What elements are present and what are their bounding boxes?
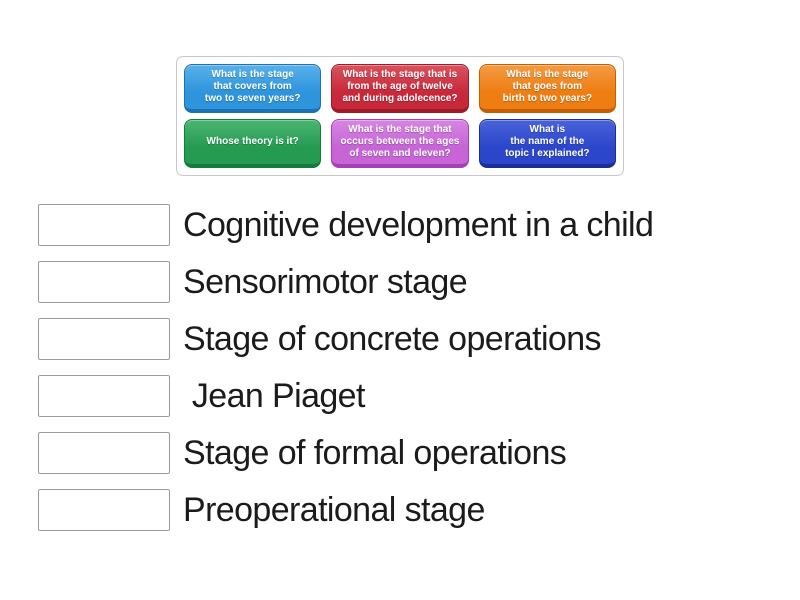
question-tile-label: What is the stage that covers from two t…	[204, 69, 301, 104]
answer-text: Preoperational stage	[183, 491, 485, 529]
drop-target[interactable]	[38, 261, 170, 303]
match-list: Cognitive development in a child Sensori…	[38, 204, 778, 546]
match-row: Preoperational stage	[38, 489, 778, 531]
drop-target[interactable]	[38, 375, 170, 417]
question-tile-label: What is the stage that occurs between th…	[340, 124, 460, 159]
answer-text: Stage of concrete operations	[183, 320, 602, 358]
match-row: Cognitive development in a child	[38, 204, 778, 246]
tile-grid: What is the stage that covers from two t…	[184, 64, 616, 168]
question-tile[interactable]: What is the stage that occurs between th…	[331, 119, 469, 168]
question-tile[interactable]: What is the stage that goes from birth t…	[478, 64, 616, 113]
drop-target[interactable]	[38, 432, 170, 474]
question-tile[interactable]: What is the stage that covers from two t…	[184, 64, 322, 113]
answer-text: Cognitive development in a child	[183, 206, 654, 244]
answer-text: Jean Piaget	[183, 377, 366, 415]
drop-target[interactable]	[38, 489, 170, 531]
drop-target[interactable]	[38, 204, 170, 246]
question-tile-label: What is the stage that is from the age o…	[342, 69, 458, 104]
question-tile[interactable]: What is the name of the topic I explaine…	[478, 119, 616, 168]
question-tile-tray: What is the stage that covers from two t…	[176, 56, 624, 176]
match-row: Sensorimotor stage	[38, 261, 778, 303]
question-tile[interactable]: What is the stage that is from the age o…	[331, 64, 469, 113]
question-tile-label: What is the name of the topic I explaine…	[505, 124, 590, 159]
match-row: Jean Piaget	[38, 375, 778, 417]
answer-text: Stage of formal operations	[183, 434, 567, 472]
drop-target[interactable]	[38, 318, 170, 360]
match-row: Stage of formal operations	[38, 432, 778, 474]
question-tile-label: Whose theory is it?	[206, 136, 299, 147]
answer-text: Sensorimotor stage	[183, 263, 468, 301]
match-row: Stage of concrete operations	[38, 318, 778, 360]
question-tile[interactable]: Whose theory is it?	[184, 119, 322, 168]
question-tile-label: What is the stage that goes from birth t…	[502, 69, 593, 104]
